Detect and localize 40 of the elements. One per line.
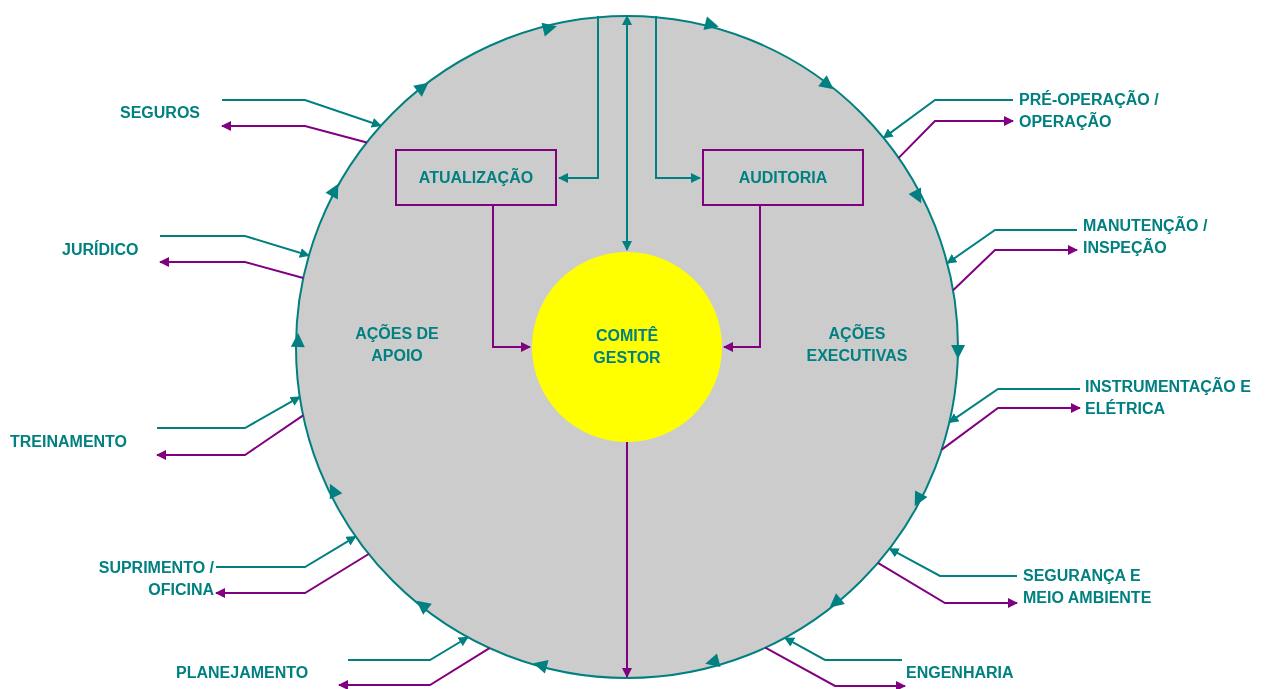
area-label: INSTRUMENTAÇÃO E ELÉTRICA [1085, 376, 1263, 420]
arrow [215, 553, 370, 598]
arrow [221, 99, 382, 128]
arrow [888, 547, 1018, 577]
arrow [622, 15, 632, 251]
area-label: ENGENHARIA [906, 656, 1036, 689]
area-label: SUPRIMENTO / OFICINA [62, 557, 214, 601]
arrow [723, 205, 761, 352]
area-label: MANUTENÇÃO / INSPEÇÃO [1083, 215, 1233, 259]
arrow [948, 388, 1081, 424]
arrow [221, 121, 368, 144]
area-label: PRÉ-OPERAÇÃO / OPERAÇÃO [1019, 89, 1169, 133]
area-label: JURÍDICO [62, 239, 158, 261]
arrow [347, 636, 469, 661]
arrow [952, 245, 1078, 292]
area-label: AÇÕES DE APOIO [354, 323, 440, 366]
arrow [783, 636, 903, 661]
area-label: AÇÕES EXECUTIVAS [805, 323, 909, 366]
area-label: TREINAMENTO [10, 431, 155, 453]
arrow [940, 403, 1081, 451]
arrow [156, 395, 301, 429]
process-box: AUDITORIA [702, 149, 864, 206]
area-label: PLANEJAMENTO [176, 656, 338, 689]
process-box: ATUALIZAÇÃO [395, 149, 557, 206]
arrow [882, 99, 1014, 139]
area-label: SEGURANÇA E MEIO AMBIENTE [1023, 565, 1183, 609]
arrow [764, 646, 906, 689]
arrow [622, 441, 632, 678]
arrow [215, 535, 357, 568]
arrow [156, 414, 305, 460]
arrow [338, 647, 491, 689]
arrow [492, 205, 531, 352]
area-label: SEGUROS [120, 102, 220, 124]
arrow [655, 15, 701, 183]
arrow [946, 229, 1078, 265]
arrow [558, 15, 599, 183]
arrow [159, 235, 310, 258]
arrow [876, 561, 1018, 608]
arrow [159, 257, 305, 280]
arrow [897, 116, 1014, 159]
